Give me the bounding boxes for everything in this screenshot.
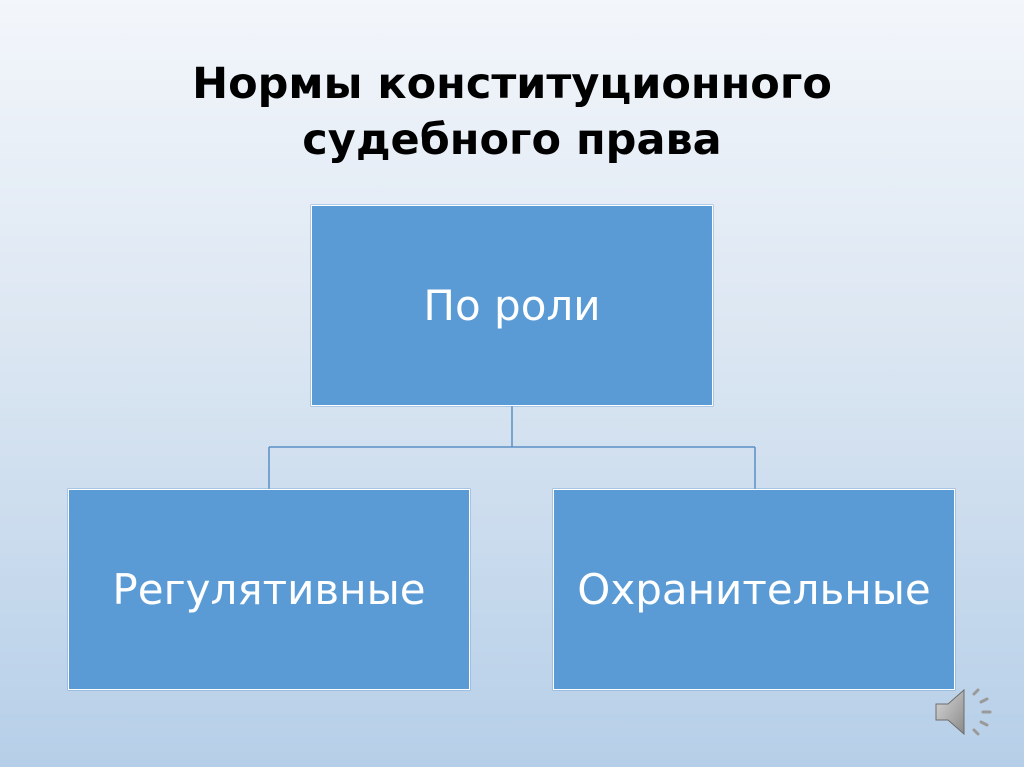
- diagram-node-root: По роли: [311, 205, 713, 406]
- diagram-node-regulatory: Регулятивные: [68, 489, 470, 690]
- speaker-icon[interactable]: [932, 680, 1002, 744]
- title-line-1: Нормы конституционного: [192, 59, 832, 109]
- slide-title: Нормы конституционного судебного права: [112, 56, 912, 168]
- title-line-2: судебного права: [302, 115, 722, 165]
- node-label-regulatory: Регулятивные: [112, 565, 426, 614]
- diagram-node-protective: Охранительные: [553, 489, 955, 690]
- node-label-root: По роли: [423, 281, 601, 330]
- node-label-protective: Охранительные: [577, 565, 931, 614]
